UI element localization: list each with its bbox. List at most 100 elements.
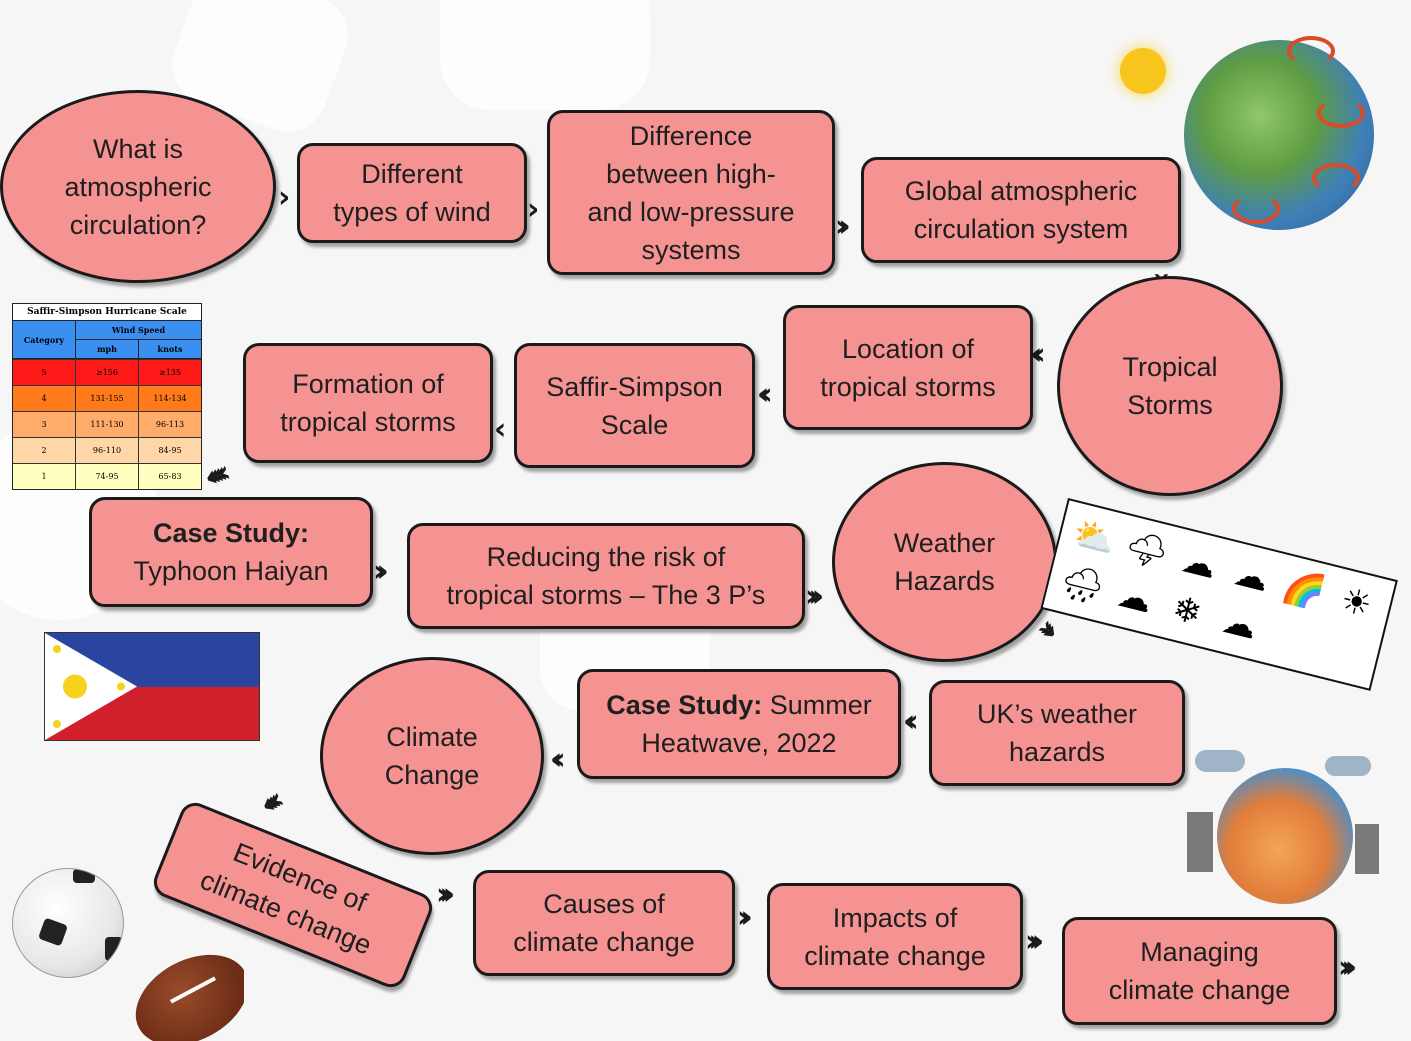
atmospheric-circulation-globe-image: [1112, 18, 1402, 248]
background-shape: [440, 0, 650, 110]
table-cell: 84-95: [158, 446, 182, 455]
soccer-ball-image: [12, 868, 124, 978]
flow-arrow: ››: [373, 554, 388, 589]
cloud-icon: [1195, 750, 1245, 772]
flow-arrow: ››: [737, 900, 752, 935]
node-text: Typhoon Haiyan: [133, 556, 329, 586]
factory-icon: [1355, 824, 1379, 874]
saffir-simpson-table: Saffir-Simpson Hurricane Scale Category …: [12, 303, 202, 490]
circulation-arrow-icon: [1232, 194, 1280, 224]
table-cell: 131-155: [76, 386, 139, 411]
flow-arrow: ›››: [1025, 924, 1044, 959]
node-text: circulation?: [69, 209, 207, 240]
node-text-bold: Case Study:: [152, 518, 310, 548]
soccer-patch: [37, 917, 69, 947]
node-uk-weather-hazards[interactable]: UK’s weather hazards: [929, 680, 1185, 786]
mph-header: mph: [76, 340, 139, 358]
table-header: Category Wind Speed mph knots: [13, 321, 201, 359]
node-text: UK’s weather: [976, 699, 1138, 729]
node-text: Saffir-Simpson: [546, 371, 723, 402]
circulation-arrow-icon: [1287, 36, 1335, 66]
table-cell: 114-134: [153, 394, 187, 403]
node-text: Summer: [762, 690, 872, 720]
american-football-image: [128, 948, 244, 1041]
earth-globe-icon: [1217, 768, 1353, 904]
flow-arrow: ‹‹‹‹‹: [199, 457, 228, 496]
node-text: Heatwave, 2022: [641, 728, 837, 758]
node-impacts-of-climate-change[interactable]: Impacts of climate change: [767, 883, 1023, 990]
node-text: Causes of: [543, 889, 665, 919]
node-text: What is: [92, 133, 183, 164]
circulation-arrow-icon: [1312, 163, 1360, 193]
weather-icons-image: ⛅🌩☁☁🌈☀🌧☁❄☁: [1040, 498, 1398, 691]
node-text: Weather: [893, 528, 996, 558]
node-text: Storms: [1127, 390, 1213, 420]
node-text: hazards: [1008, 737, 1106, 767]
flow-arrow: ‹‹: [757, 377, 772, 412]
table-cell: 111-130: [76, 412, 139, 437]
node-text: Global atmospheric: [904, 176, 1138, 206]
node-text: Managing: [1140, 937, 1259, 967]
node-text: Hazards: [894, 566, 995, 596]
flow-arrow: ›: [1144, 271, 1180, 275]
node-text: Reducing the risk of: [486, 542, 726, 572]
table-cell: 96-113: [155, 420, 185, 429]
table-cell: ≥156: [76, 360, 139, 385]
earth-globe-icon: [1184, 40, 1374, 230]
node-different-types-of-wind[interactable]: Different types of wind: [297, 143, 527, 243]
node-text: systems: [641, 234, 741, 265]
circulation-arrow-icon: [1317, 98, 1365, 128]
sun-icon: [1120, 48, 1166, 94]
cloud-icon: [1325, 756, 1371, 776]
soccer-patch: [105, 937, 123, 961]
flow-arrow: ‹‹‹‹: [253, 786, 284, 824]
table-row: 5≥156≥135: [13, 359, 201, 385]
node-text: Tropical: [1122, 352, 1218, 382]
flow-arrow: ›››: [805, 579, 824, 614]
table-cell: 4: [13, 386, 76, 411]
node-text: tropical storms – The 3 P’s: [446, 580, 766, 610]
node-reducing-risk-3ps[interactable]: Reducing the risk of tropical storms – Th…: [407, 523, 805, 629]
knots-header: knots: [157, 344, 183, 354]
node-text-bold: Case Study:: [606, 690, 763, 720]
table-cell: 1: [13, 464, 76, 489]
factory-icon: [1187, 812, 1213, 872]
node-text: tropical storms: [280, 407, 456, 437]
category-header: Category: [13, 321, 76, 358]
flow-arrow: ›: [278, 180, 292, 215]
flag-triangle: [45, 633, 137, 740]
node-text: between high-: [606, 158, 776, 189]
climate-earth-image: [1175, 742, 1400, 904]
flow-arrow: ›››: [436, 877, 455, 912]
node-text: climate change: [804, 940, 986, 971]
node-case-study-typhoon-haiyan[interactable]: Case Study: Typhoon Haiyan: [89, 497, 373, 607]
flow-arrow: ›: [527, 192, 541, 227]
flow-arrow: ‹‹: [550, 742, 565, 777]
node-text: Different: [361, 159, 463, 189]
wind-speed-header: Wind Speed: [76, 321, 201, 340]
table-title: Saffir-Simpson Hurricane Scale: [13, 304, 201, 321]
node-text: Climate: [386, 722, 478, 752]
node-text: types of wind: [333, 197, 491, 227]
table-cell: 74-95: [76, 464, 139, 489]
soccer-patch: [73, 869, 95, 883]
flow-arrow: ›››: [1338, 950, 1357, 985]
node-text: Change: [384, 760, 480, 790]
philippines-flag-image: [44, 632, 260, 741]
flow-arrow: ››: [835, 209, 850, 244]
node-text: Impacts of: [832, 902, 958, 933]
